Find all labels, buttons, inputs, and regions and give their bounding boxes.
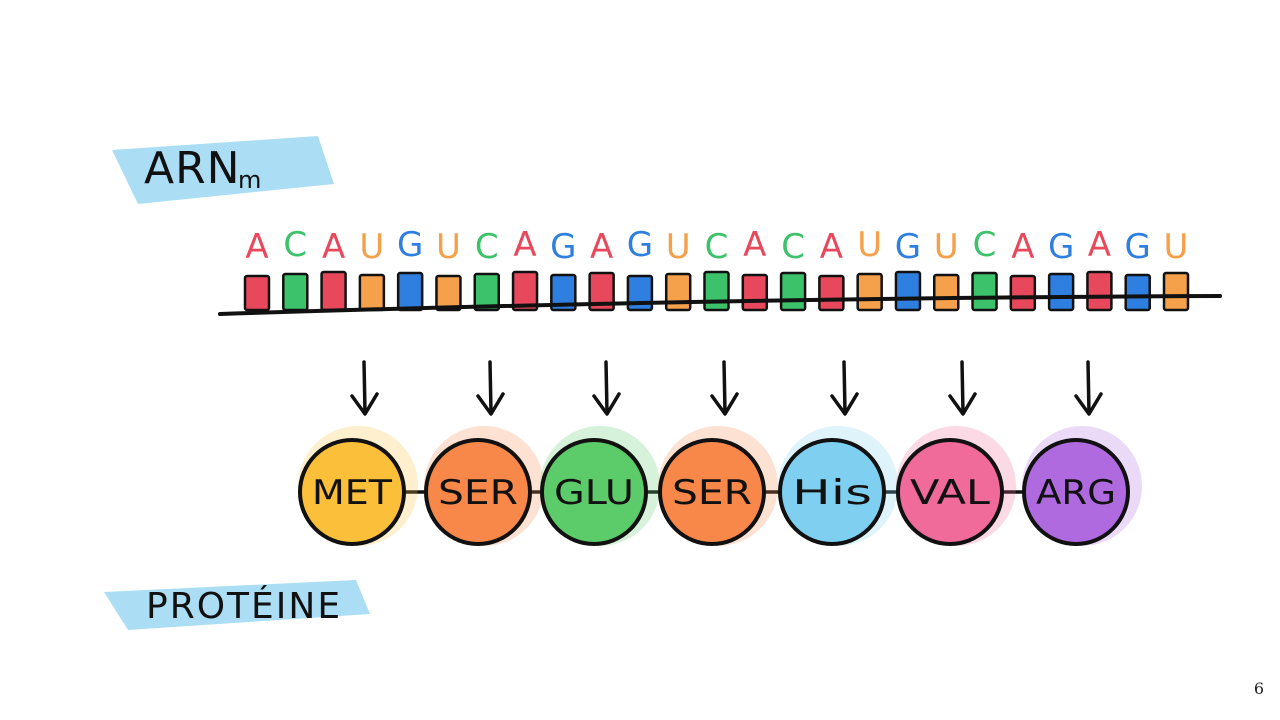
down-arrow-icon	[1074, 360, 1103, 416]
protein-label: PROTÉINE	[146, 585, 342, 627]
amino-acid-label: SER	[438, 473, 518, 513]
nucleotide-bar	[741, 273, 769, 312]
amino-acid-chain: MET SER GLU SER His VAL ARG	[298, 426, 1142, 546]
protein-label-group: PROTÉINE	[104, 580, 370, 630]
amino-acid-label: ARG	[1036, 473, 1116, 513]
amino-acid-bead	[298, 438, 406, 546]
nucleotide-letter: G	[550, 227, 576, 267]
mrna-backbone	[218, 294, 1222, 316]
nucleotide-letter: A	[1011, 227, 1034, 267]
amino-acid-bead	[778, 438, 886, 546]
nucleotide-bar	[588, 271, 615, 312]
nucleotide-bar	[320, 270, 347, 312]
nucleotide-letter: U	[666, 227, 691, 267]
nucleotide-bar	[933, 273, 960, 312]
nucleotide-letter: U	[359, 227, 384, 267]
amino-acid-bead	[896, 438, 1004, 546]
nucleotide-letter: C	[283, 225, 307, 265]
nucleotide-bar	[511, 270, 539, 312]
down-arrow-icon	[476, 360, 505, 416]
nucleotide-letter: U	[1164, 227, 1189, 267]
nucleotide-letter: C	[781, 227, 805, 267]
nucleotide-letter: C	[705, 227, 729, 267]
nucleotide-letter: G	[895, 227, 921, 267]
amino-acid-bead	[1022, 438, 1130, 546]
mrna-label: ARN	[144, 143, 241, 194]
nucleotide-letter: A	[322, 227, 345, 267]
nucleotide-bar	[971, 271, 998, 312]
page-number: 6	[1253, 679, 1264, 698]
amino-acid-label: SER	[672, 473, 752, 513]
nucleotide-letter: G	[627, 225, 653, 265]
nucleotide-bar	[396, 271, 424, 312]
nucleotide-bar	[243, 274, 271, 312]
nucleotide-bar	[1124, 273, 1151, 312]
down-arrow-icon	[830, 360, 859, 416]
protein-highlight	[104, 580, 370, 630]
nucleotide-bar	[550, 273, 577, 312]
amino-acid-label: VAL	[910, 473, 990, 513]
nucleotide-letter: G	[1125, 227, 1151, 267]
nucleotide-bar	[1009, 274, 1037, 312]
nucleotide-bar	[664, 272, 692, 312]
nucleotide-letter: A	[743, 225, 766, 265]
sequence-bars	[243, 270, 1190, 312]
down-arrow-icon	[592, 360, 621, 416]
amino-acid-label: His	[792, 473, 872, 513]
nucleotide-letter: C	[973, 225, 997, 265]
nucleotide-letter: C	[475, 227, 499, 267]
nucleotide-bar	[818, 274, 845, 312]
amino-acid-bead	[540, 438, 648, 546]
nucleotide-bar	[282, 272, 309, 312]
nucleotide-bar	[703, 270, 730, 312]
nucleotide-bar	[358, 273, 386, 312]
amino-acid-label: MET	[312, 473, 392, 513]
nucleotide-letter: A	[590, 227, 613, 267]
amino-acid-bead	[658, 438, 766, 546]
nucleotide-letter: A	[513, 225, 536, 265]
nucleotide-bar	[1086, 270, 1113, 312]
amino-acid-label: GLU	[554, 473, 634, 513]
nucleotide-bar	[473, 272, 500, 312]
mrna-highlight	[112, 136, 334, 204]
nucleotide-letter: A	[820, 227, 843, 267]
mrna-label-group: ARN m	[112, 136, 334, 204]
down-arrow-icon	[710, 360, 739, 416]
mrna-subscript: m	[238, 166, 261, 194]
nucleotide-bar	[779, 271, 807, 312]
nucleotide-letter: G	[397, 225, 423, 265]
amino-acid-bead	[424, 438, 532, 546]
down-arrow-icon	[350, 360, 379, 416]
nucleotide-bar	[856, 272, 883, 312]
nucleotide-bar	[1162, 271, 1190, 312]
nucleotide-letter: A	[245, 227, 268, 267]
nucleotide-bar	[1047, 272, 1075, 312]
nucleotide-bar	[894, 270, 922, 312]
nucleotide-letter: U	[934, 227, 959, 267]
nucleotide-letter: U	[436, 227, 461, 267]
codon-arrows	[350, 360, 1103, 416]
nucleotide-letter: A	[1088, 225, 1111, 265]
down-arrow-icon	[948, 360, 977, 416]
nucleotide-bar	[435, 274, 462, 312]
nucleotide-letter: U	[857, 225, 882, 265]
nucleotide-letter: G	[1048, 227, 1074, 267]
